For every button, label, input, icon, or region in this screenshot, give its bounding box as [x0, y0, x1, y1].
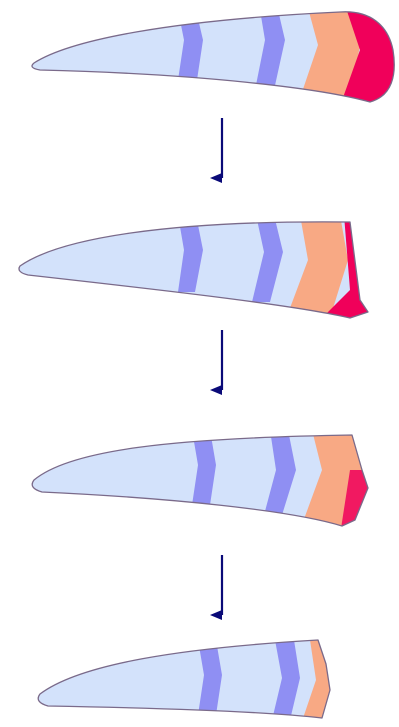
stage-3-fill: [0, 425, 399, 545]
stage-2: [0, 210, 399, 330]
stage-4: [0, 630, 399, 727]
stage-4-fill: [0, 630, 399, 727]
stage-4-peach: [300, 640, 399, 727]
stage-2-fill: [0, 210, 399, 330]
stage-1-fill: [0, 0, 399, 120]
stage-3-tip: [340, 470, 399, 540]
stage-1: [0, 0, 399, 120]
stage-3: [0, 425, 399, 545]
